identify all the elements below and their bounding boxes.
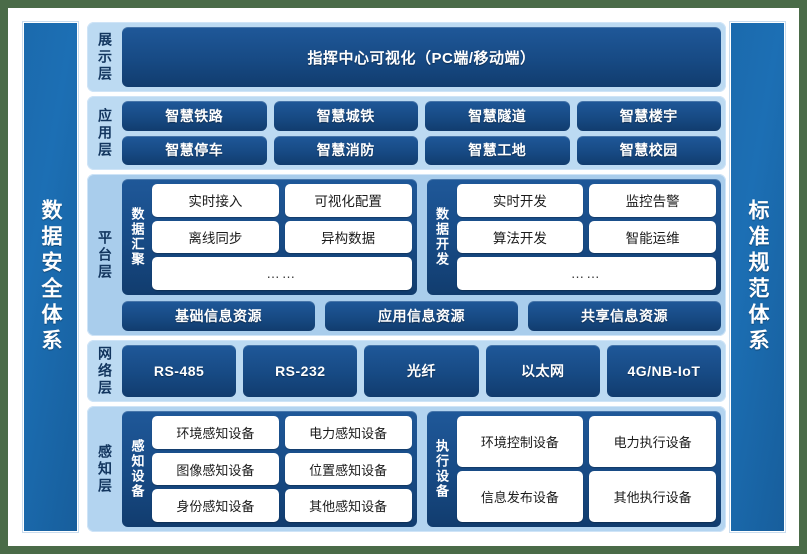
network-item-fiber[interactable]: 光纤	[364, 345, 479, 397]
sensing-devices-row-3: 身份感知设备 其他感知设备	[152, 489, 412, 523]
development-item-intelligent-ops[interactable]: 智能运维	[589, 220, 716, 254]
aggregation-item-ellipsis[interactable]: ……	[152, 257, 412, 291]
resource-basic-information[interactable]: 基础信息资源	[122, 301, 315, 331]
sensing-item-image-sensor[interactable]: 图像感知设备	[152, 452, 279, 486]
actuator-item-information-release[interactable]: 信息发布设备	[456, 471, 584, 522]
layer-application-body: 智慧铁路 智慧城铁 智慧隧道 智慧楼宇 智慧停车 智慧消防 智慧工地 智慧校园	[118, 101, 721, 165]
pillar-data-security: 数据安全体系	[23, 22, 78, 532]
app-item-smart-tunnel[interactable]: 智慧隧道	[425, 101, 570, 131]
layer-platform: 平台层 数据汇聚 实时接入 可视化配置	[87, 174, 726, 336]
sensing-devices-row-2: 图像感知设备 位置感知设备	[152, 452, 412, 486]
app-item-smart-construction[interactable]: 智慧工地	[425, 135, 570, 165]
pillar-left-label: 数据安全体系	[39, 199, 62, 355]
network-item-rs485[interactable]: RS-485	[122, 345, 237, 397]
app-item-smart-building[interactable]: 智慧楼宇	[576, 101, 721, 131]
pillar-right-label: 标准规范体系	[746, 199, 769, 355]
actuator-devices-grid: 环境控制设备 电力执行设备 信息发布设备 其他执行设备	[456, 416, 716, 522]
layer-network-body: RS-485 RS-232 光纤 以太网 4G/NB-IoT	[118, 345, 722, 397]
layer-presentation-body: 指挥中心可视化（PC端/移动端）	[118, 27, 721, 87]
sensing-group-actuator-devices-label: 执行设备	[434, 439, 449, 499]
layer-presentation: 展示层 指挥中心可视化（PC端/移动端）	[87, 22, 726, 92]
development-item-monitor-alarm[interactable]: 监控告警	[589, 184, 716, 217]
actuator-item-other-actuator[interactable]: 其他执行设备	[589, 471, 716, 522]
actuator-item-environment-control[interactable]: 环境控制设备	[456, 416, 584, 467]
aggregation-item-realtime-access[interactable]: 实时接入	[152, 184, 279, 217]
layer-stack: 展示层 指挥中心可视化（PC端/移动端） 应用层 智慧铁路 智慧城铁 智慧隧道 …	[87, 22, 726, 532]
platform-groups: 数据汇聚 实时接入 可视化配置 离线同步 异构数据	[122, 179, 721, 295]
resource-shared-information[interactable]: 共享信息资源	[528, 301, 721, 331]
layer-sensing: 感知层 感知设备 环境感知设备 电力感知设备 图像感知设备	[87, 406, 726, 532]
layer-platform-body: 数据汇聚 实时接入 可视化配置 离线同步 异构数据	[118, 179, 721, 331]
aggregation-item-heterogeneous-data[interactable]: 异构数据	[284, 220, 412, 254]
actuator-devices-row-2: 信息发布设备 其他执行设备	[456, 471, 716, 522]
sensing-item-environment-sensor[interactable]: 环境感知设备	[152, 416, 279, 449]
platform-group-data-development-label: 数据开发	[434, 207, 449, 267]
layer-network: 网络层 RS-485 RS-232 光纤 以太网 4G/NB-IoT	[87, 340, 726, 402]
platform-group-data-development: 数据开发 实时开发 监控告警 算法开发 智能运维	[426, 179, 721, 295]
sensing-item-position-sensor[interactable]: 位置感知设备	[284, 452, 412, 486]
layer-sensing-label: 感知层	[97, 443, 113, 495]
diagram-canvas: 数据安全体系 标准规范体系 展示层 指挥中心可视化（PC端/移动端） 应用层 智…	[8, 8, 799, 546]
application-row-1: 智慧铁路 智慧城铁 智慧隧道 智慧楼宇	[122, 101, 721, 131]
sensing-item-identity-sensor[interactable]: 身份感知设备	[152, 489, 279, 523]
network-row: RS-485 RS-232 光纤 以太网 4G/NB-IoT	[122, 345, 722, 397]
layer-presentation-label: 展示层	[97, 31, 113, 83]
sensing-group-sensing-devices: 感知设备 环境感知设备 电力感知设备 图像感知设备 位置感知设备 身份感知设备	[122, 411, 417, 527]
network-item-rs232[interactable]: RS-232	[243, 345, 358, 397]
development-row-3: ……	[456, 257, 716, 291]
aggregation-item-visual-config[interactable]: 可视化配置	[284, 184, 412, 217]
sensing-devices-row-1: 环境感知设备 电力感知设备	[152, 416, 412, 449]
aggregation-row-3: ……	[152, 257, 412, 291]
layer-sensing-body: 感知设备 环境感知设备 电力感知设备 图像感知设备 位置感知设备 身份感知设备	[118, 411, 721, 527]
network-item-ethernet[interactable]: 以太网	[485, 345, 600, 397]
app-item-smart-parking[interactable]: 智慧停车	[122, 135, 267, 165]
sensing-group-actuator-devices: 执行设备 环境控制设备 电力执行设备 信息发布设备 其他执行设备	[426, 411, 721, 527]
platform-group-data-development-grid: 实时开发 监控告警 算法开发 智能运维 ……	[456, 184, 716, 291]
sensing-item-power-sensor[interactable]: 电力感知设备	[284, 416, 412, 449]
platform-group-data-aggregation-label: 数据汇聚	[129, 207, 145, 267]
layer-network-label: 网络层	[97, 345, 113, 397]
app-item-smart-campus[interactable]: 智慧校园	[576, 135, 721, 165]
resource-application-information[interactable]: 应用信息资源	[325, 301, 518, 331]
sensing-group-sensing-devices-label: 感知设备	[129, 439, 145, 499]
network-item-4g-nbiot[interactable]: 4G/NB-IoT	[606, 345, 722, 397]
platform-group-data-aggregation: 数据汇聚 实时接入 可视化配置 离线同步 异构数据	[122, 179, 417, 295]
presentation-command-center-box[interactable]: 指挥中心可视化（PC端/移动端）	[122, 27, 721, 87]
application-row-2: 智慧停车 智慧消防 智慧工地 智慧校园	[122, 135, 721, 165]
development-item-realtime-dev[interactable]: 实时开发	[456, 184, 584, 217]
platform-group-data-aggregation-grid: 实时接入 可视化配置 离线同步 异构数据 ……	[152, 184, 412, 291]
pillar-standards: 标准规范体系	[730, 22, 785, 532]
sensing-item-other-sensor[interactable]: 其他感知设备	[284, 489, 412, 523]
aggregation-row-2: 离线同步 异构数据	[152, 220, 412, 254]
layer-application: 应用层 智慧铁路 智慧城铁 智慧隧道 智慧楼宇 智慧停车 智慧消防 智慧工地 智…	[87, 96, 726, 170]
layer-application-label: 应用层	[97, 107, 113, 159]
app-item-smart-railway[interactable]: 智慧铁路	[122, 101, 267, 131]
aggregation-row-1: 实时接入 可视化配置	[152, 184, 412, 217]
layer-platform-label: 平台层	[97, 229, 113, 281]
actuator-devices-row-1: 环境控制设备 电力执行设备	[456, 416, 716, 467]
actuator-item-power-actuator[interactable]: 电力执行设备	[589, 416, 716, 467]
platform-resources: 基础信息资源 应用信息资源 共享信息资源	[122, 301, 721, 331]
development-item-algorithm-dev[interactable]: 算法开发	[456, 220, 584, 254]
app-item-smart-firefighting[interactable]: 智慧消防	[273, 135, 418, 165]
app-item-smart-metro[interactable]: 智慧城铁	[273, 101, 418, 131]
development-item-ellipsis[interactable]: ……	[456, 257, 716, 291]
development-row-2: 算法开发 智能运维	[456, 220, 716, 254]
sensing-devices-grid: 环境感知设备 电力感知设备 图像感知设备 位置感知设备 身份感知设备 其他感知设…	[152, 416, 412, 523]
development-row-1: 实时开发 监控告警	[456, 184, 716, 217]
aggregation-item-offline-sync[interactable]: 离线同步	[152, 220, 279, 254]
